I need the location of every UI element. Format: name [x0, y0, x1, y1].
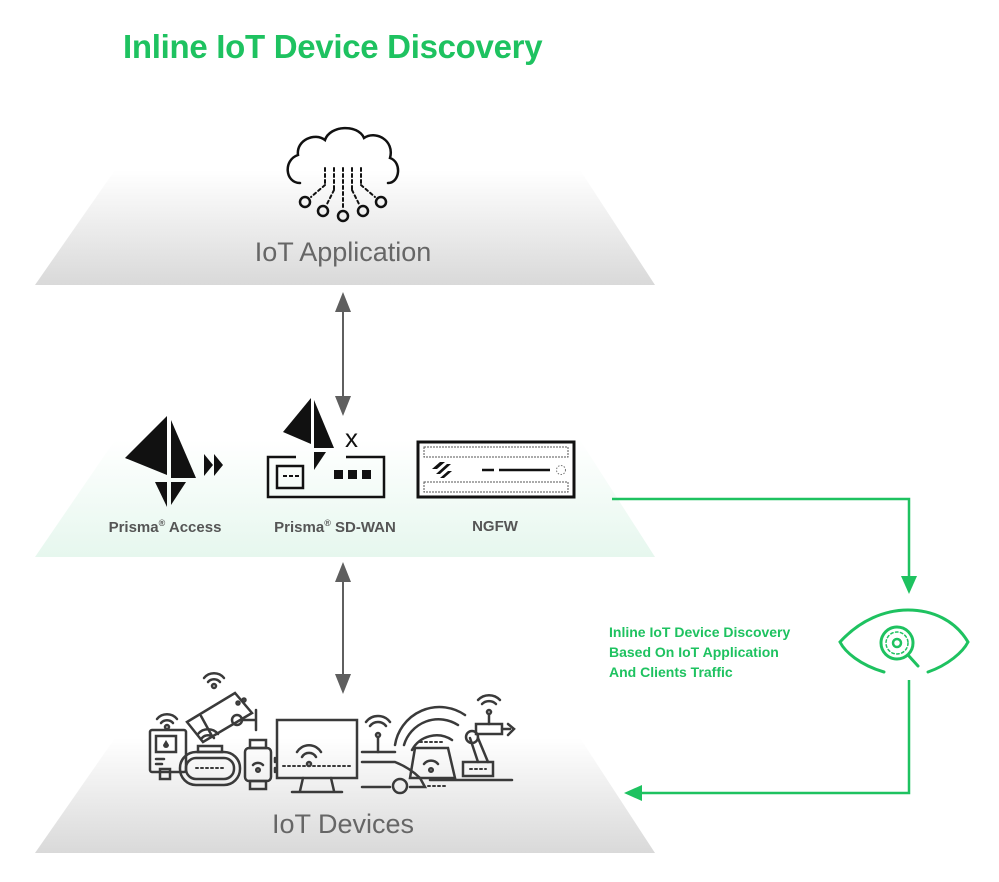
discovery-description: Inline IoT Device Discovery Based On IoT…: [609, 622, 790, 682]
security-camera-icon: [185, 672, 258, 744]
cloud-network-icon: [286, 126, 400, 223]
mri-scanner-icon: [393, 705, 514, 787]
smart-pill-icon: [178, 728, 242, 787]
diagram-title: Inline IoT Device Discovery: [123, 28, 543, 65]
iot-devices-layer: [35, 738, 655, 853]
discovery-flow-connector: [612, 497, 917, 801]
discovery-line-2: Based On IoT Application: [609, 644, 779, 660]
eye-magnifier-icon: [838, 608, 970, 674]
app-to-security-arrow: [335, 292, 351, 416]
smart-tv-icon: [275, 718, 359, 794]
discovery-line-3: And Clients Traffic: [609, 664, 733, 680]
prisma-access-icon: [125, 416, 223, 507]
robotic-arm-icon: [461, 693, 516, 778]
security-to-devices-arrow: [335, 562, 351, 694]
ngfw-appliance-icon: [416, 440, 576, 499]
iot-devices-cluster: [148, 672, 516, 795]
prisma-sdwan-label: Prisma® SD-WAN: [274, 518, 396, 536]
prisma-access-label: Prisma® Access: [108, 518, 222, 536]
ngfw-label: NGFW: [472, 518, 518, 535]
iot-application-layer: [35, 170, 655, 285]
medical-monitor-icon: [148, 713, 188, 781]
iot-devices-label: IoT Devices: [271, 809, 415, 839]
smartwatch-icon: [243, 738, 277, 791]
iot-application-label: IoT Application: [254, 237, 432, 267]
svg-text:x: x: [345, 423, 358, 453]
prisma-sdwan-icon: x: [266, 398, 386, 499]
discovery-line-1: Inline IoT Device Discovery: [609, 624, 791, 640]
